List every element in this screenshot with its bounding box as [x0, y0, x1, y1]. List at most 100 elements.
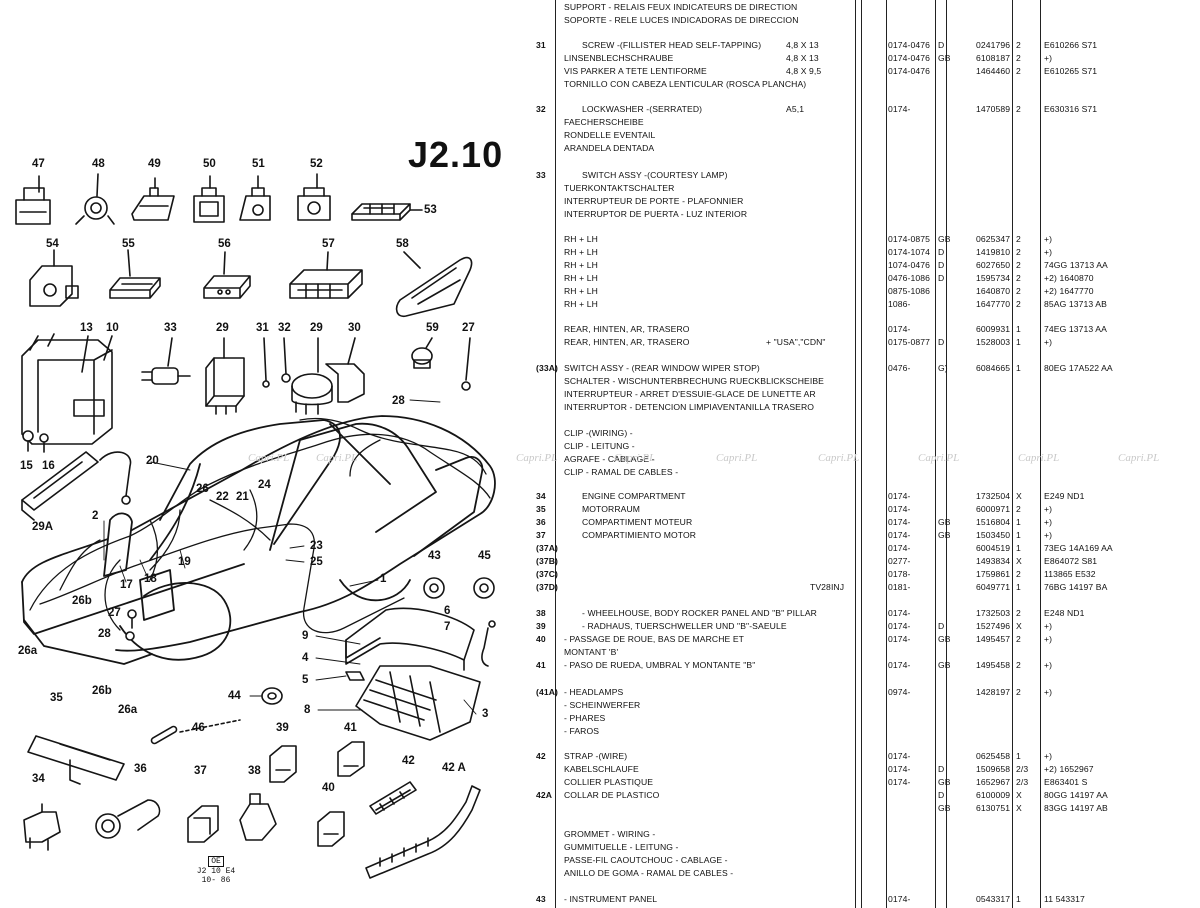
cell-qty: 2: [1016, 66, 1021, 76]
callout-57: 57: [322, 238, 335, 250]
leader-lines: [103, 209, 477, 715]
column-divider: [946, 0, 947, 908]
cell-desc: SWITCH ASSY - (REAR WINDOW WIPER STOP): [564, 363, 760, 373]
cell-part: 1640870: [976, 286, 1011, 296]
grommet-44-drawing: [261, 687, 283, 705]
cell-notes: +): [1044, 530, 1053, 540]
relay-box-10-13-drawing: [21, 333, 113, 445]
cell-part: 1732503: [976, 608, 1011, 618]
callout-30: 30: [348, 322, 361, 334]
cell-date: 0174-0476: [888, 53, 930, 63]
watermark: Capri.PL: [248, 452, 290, 464]
cell-qty: 2: [1016, 260, 1021, 270]
column-divider: [886, 0, 887, 908]
cell-part: 0625347: [976, 234, 1011, 244]
callout-31: 31: [256, 322, 269, 334]
cell-desc: - PASO DE RUEDA, UMBRAL Y MONTANTE "B": [564, 660, 756, 670]
cell-qty: 1: [1016, 530, 1021, 540]
stamp-line2: 10- 86: [201, 876, 231, 885]
callout-1: 1: [380, 573, 387, 585]
cell-date: 0174-: [888, 104, 911, 114]
cell-spec: 4,8 X 13: [786, 40, 819, 50]
cell-part: 1647770: [976, 299, 1011, 309]
cell-notes: +): [1044, 687, 1053, 697]
cell-notes: E610266 S71: [1044, 40, 1098, 50]
cell-ref: 33: [536, 170, 546, 180]
cell-spec: A5,1: [786, 104, 805, 114]
cell-desc: TORNILLO CON CABEZA LENTICULAR (ROSCA PL…: [564, 79, 807, 89]
cell-desc: SWITCH ASSY -(COURTESY LAMP): [582, 170, 728, 180]
cell-desc: LINSENBLECHSCHRAUBE: [564, 53, 674, 63]
cell-desc: RH + LH: [564, 234, 598, 244]
callout-21: 21: [236, 491, 249, 503]
cell-desc: SCREW -(FILLISTER HEAD SELF-TAPPING): [582, 40, 762, 50]
cell-ref: 38: [536, 608, 546, 618]
cell-ref: 36: [536, 517, 546, 527]
strap-42A-drawing: [365, 785, 481, 879]
cell-qty: 2: [1016, 104, 1021, 114]
column-divider: [1012, 0, 1013, 908]
callout-56: 56: [218, 238, 231, 250]
cell-part: 1595734: [976, 273, 1011, 283]
callout-26b-lower: 26b: [92, 685, 112, 697]
wiring-harness-drawing: [29, 417, 491, 634]
connector-48-drawing: [75, 173, 115, 225]
cell-qty: 2/3: [1016, 764, 1029, 774]
callout-3: 3: [482, 708, 489, 720]
cell-qty: 1: [1016, 363, 1021, 373]
callout-49: 49: [148, 158, 161, 170]
cell-ref: (33A): [536, 363, 558, 373]
cell-notes: +2) 1652967: [1044, 764, 1094, 774]
cell-cc: D: [938, 790, 945, 800]
cell-date: 0476-1086: [888, 273, 930, 283]
cell-desc: LOCKWASHER -(SERRATED): [582, 104, 703, 114]
cell-notes: +2) 1640870: [1044, 273, 1094, 283]
cell-qty: X: [1016, 491, 1022, 501]
cell-notes: 76BG 14197 BA: [1044, 582, 1108, 592]
watermark: Capri.PL: [614, 452, 656, 464]
callout-22: 22: [216, 491, 229, 503]
cell-date: 0974-: [888, 687, 911, 697]
cell-desc: REAR, HINTEN, AR, TRASERO: [564, 324, 690, 334]
cell-desc: GUMMITUELLE - LEITUNG -: [564, 842, 679, 852]
cell-date: 0174-: [888, 504, 911, 514]
cell-notes: +): [1044, 634, 1053, 644]
cell-desc: MOTORRAUM: [582, 504, 641, 514]
callout-39: 39: [276, 722, 289, 734]
callout-20: 20: [146, 455, 159, 467]
connector-51-drawing: [239, 175, 271, 221]
cell-ref: (37C): [536, 569, 558, 579]
watermark: Capri.PL: [516, 452, 558, 464]
callout-9: 9: [302, 630, 309, 642]
cell-cc: D: [938, 337, 945, 347]
cell-desc: - HEADLAMPS: [564, 687, 624, 697]
cell-date: 0174-: [888, 894, 911, 904]
cell-qty: 2: [1016, 660, 1021, 670]
cell-date: 0174-: [888, 751, 911, 761]
cell-part: 1495457: [976, 634, 1011, 644]
diagram-drawing: [15, 173, 496, 879]
cell-notes: +): [1044, 517, 1053, 527]
callout-53: 53: [424, 204, 437, 216]
callout-4: 4: [302, 652, 309, 664]
cell-qty: 2: [1016, 53, 1021, 63]
cell-ref: (37D): [536, 582, 558, 592]
cell-desc: RH + LH: [564, 260, 598, 270]
cell-desc: RH + LH: [564, 286, 598, 296]
cell-qty: 2: [1016, 273, 1021, 283]
cell-qty: 1: [1016, 543, 1021, 553]
cell-desc: ENGINE COMPARTMENT: [582, 491, 686, 501]
cell-desc: COLLIER PLASTIQUE: [564, 777, 654, 787]
cell-desc: SOPORTE - RELE LUCES INDICADORAS DE DIRE…: [564, 15, 799, 25]
cell-ref: 42: [536, 751, 546, 761]
relay-29-drawing: [205, 337, 245, 415]
watermark: Capri.PL: [1018, 452, 1060, 464]
cell-qty: 1: [1016, 582, 1021, 592]
cell-qty: X: [1016, 621, 1022, 631]
watermark: Capri.PL: [1118, 452, 1160, 464]
cell-cc: D: [938, 40, 945, 50]
cell-desc: CLIP - LEITUNG -: [564, 441, 635, 451]
cell-desc: RONDELLE EVENTAIL: [564, 130, 656, 140]
cell-part: 6100009: [976, 790, 1011, 800]
